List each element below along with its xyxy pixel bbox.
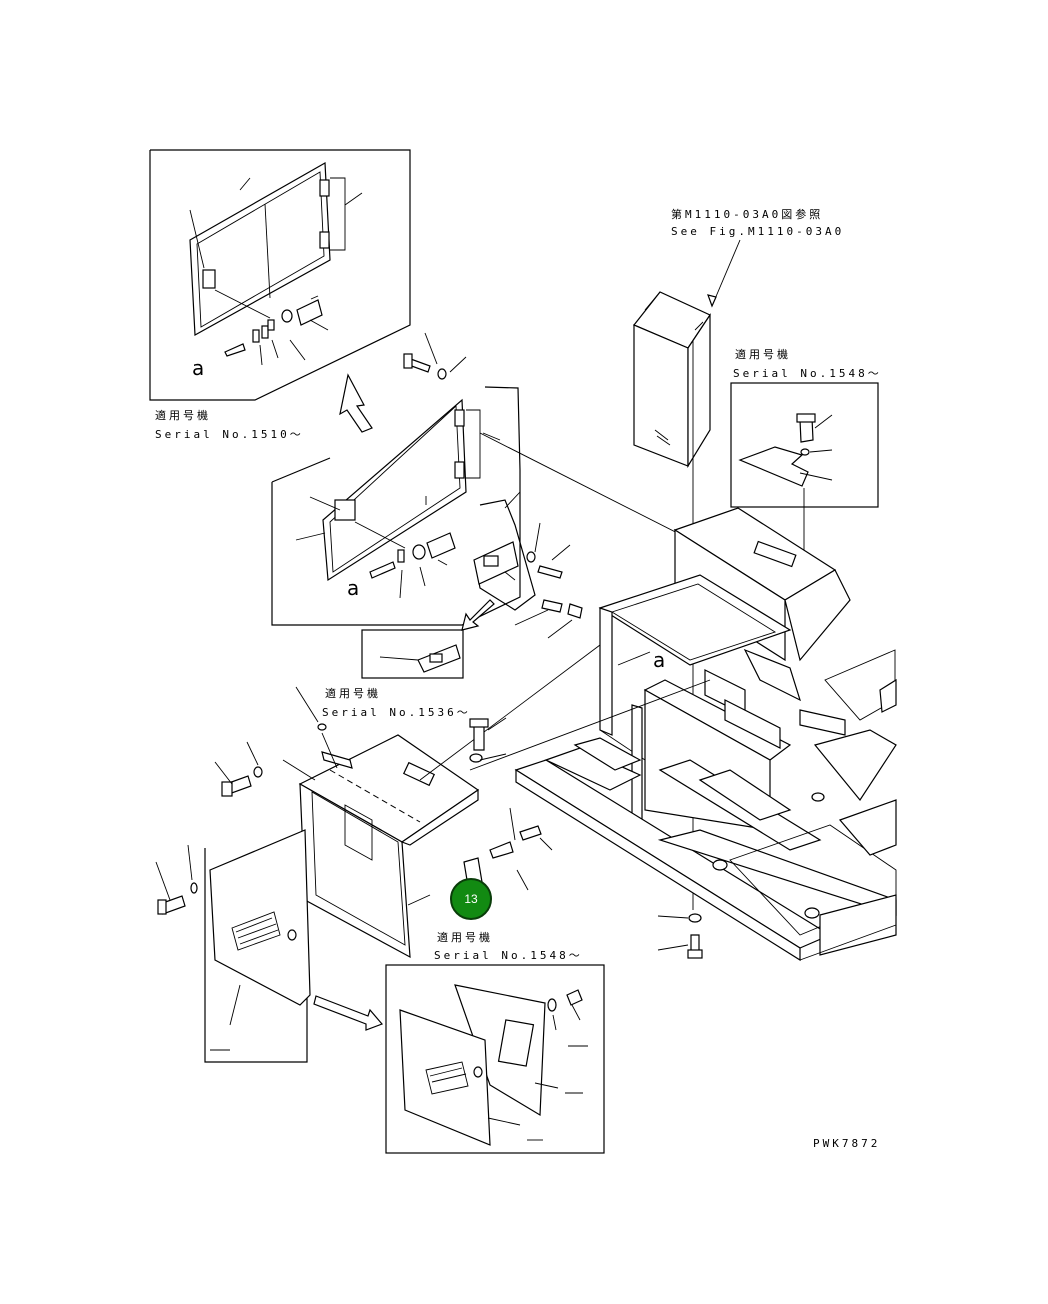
figure-reference-en: See Fig.M1110-03A0	[671, 225, 845, 238]
side-panel	[155, 829, 311, 1063]
figure-reference-jp: 第M1110-03A0図参照	[671, 208, 824, 221]
applicability-3-jp: 適用号機	[325, 687, 381, 700]
inset-door-panel-serial-1510	[149, 149, 411, 401]
applicability-1-serial: Serial No.1510～	[155, 428, 304, 441]
detail-mark-a-frame: a	[653, 648, 666, 672]
applicability-2-jp: 適用号機	[735, 348, 791, 361]
applicability-2-serial: Serial No.1548～	[733, 367, 882, 380]
callout-13[interactable]: 13	[450, 878, 492, 920]
drawing-code: PWK7872	[813, 1137, 881, 1150]
door-panel-group	[271, 332, 781, 626]
latch-bracket	[473, 491, 583, 639]
main-frame	[514, 507, 897, 962]
arrow-to-catch-inset	[461, 599, 495, 631]
applicability-4-jp: 適用号機	[437, 931, 493, 944]
applicability-3-serial: Serial No.1536～	[322, 706, 471, 719]
side-box	[214, 644, 601, 959]
applicability-1-jp: 適用号機	[155, 409, 211, 422]
arrow-up-to-inset	[339, 373, 373, 433]
detail-mark-a-door: a	[347, 576, 360, 600]
inset-screened-panel-serial-1548	[385, 964, 605, 1154]
catch-inset	[361, 629, 464, 679]
inset-cover-plate-serial-1548	[730, 382, 879, 580]
applicability-4-serial: Serial No.1548～	[434, 949, 583, 962]
detail-mark-a-inset: a	[192, 356, 205, 380]
arrow-to-panel-inset	[313, 995, 384, 1031]
